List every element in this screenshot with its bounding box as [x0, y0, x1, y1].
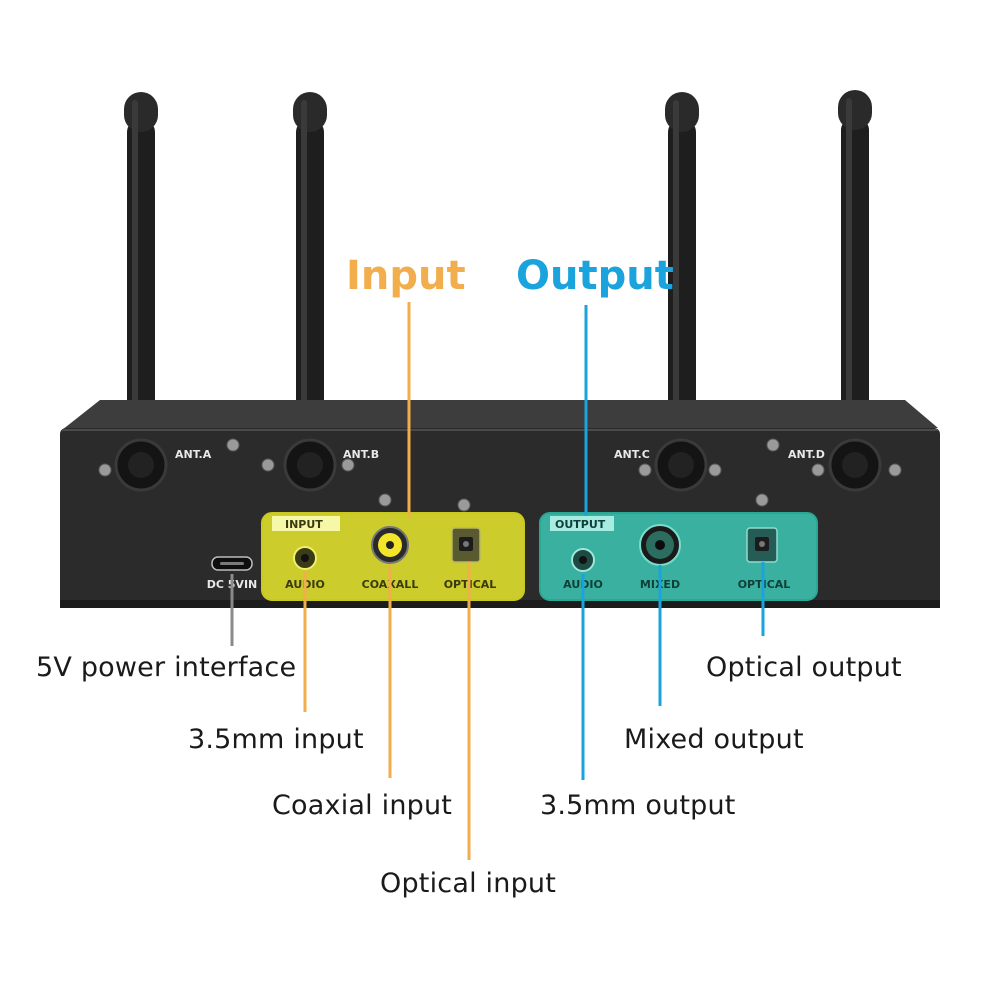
- callout-coaxial-input: Coaxial input: [272, 790, 453, 821]
- input-panel-title: INPUT: [285, 518, 323, 531]
- input-heading: Input: [346, 253, 466, 299]
- usb-c-port: [211, 556, 253, 571]
- antenna-label-c: ANT.C: [614, 448, 650, 461]
- callout-optical-input: Optical input: [380, 868, 557, 899]
- callout-35mm-input: 3.5mm input: [188, 724, 364, 755]
- input-optical-jack: [451, 527, 481, 563]
- antenna-connector-d: [828, 438, 882, 492]
- antenna-connector-a: [114, 438, 168, 492]
- output-audio-jack: [571, 548, 595, 572]
- antenna-connector-c: [654, 438, 708, 492]
- output-mixed-jack: [639, 524, 681, 566]
- antenna-c: [665, 92, 699, 465]
- antenna-d: [838, 90, 872, 463]
- input-leader-lines: [303, 302, 471, 860]
- output-heading: Output: [516, 253, 674, 299]
- output-panel-title: OUTPUT: [555, 518, 606, 531]
- antenna-b: [293, 92, 327, 465]
- antenna-label-a: ANT.A: [175, 448, 212, 461]
- antenna-label-b: ANT.B: [343, 448, 379, 461]
- callout-optical-output: Optical output: [706, 652, 902, 683]
- input-audio-jack: [293, 546, 317, 570]
- callout-mixed-output: Mixed output: [624, 724, 804, 755]
- antenna-connector-b: [283, 438, 337, 492]
- screws: [98, 438, 902, 512]
- antenna-a: [124, 92, 158, 465]
- callout-35mm-output: 3.5mm output: [540, 790, 736, 821]
- output-leader-lines: [581, 305, 765, 780]
- output-optical-jack: [746, 527, 778, 563]
- input-coaxial-jack: [371, 526, 409, 564]
- callout-power-interface: 5V power interface: [36, 652, 297, 683]
- antenna-label-d: ANT.D: [788, 448, 825, 461]
